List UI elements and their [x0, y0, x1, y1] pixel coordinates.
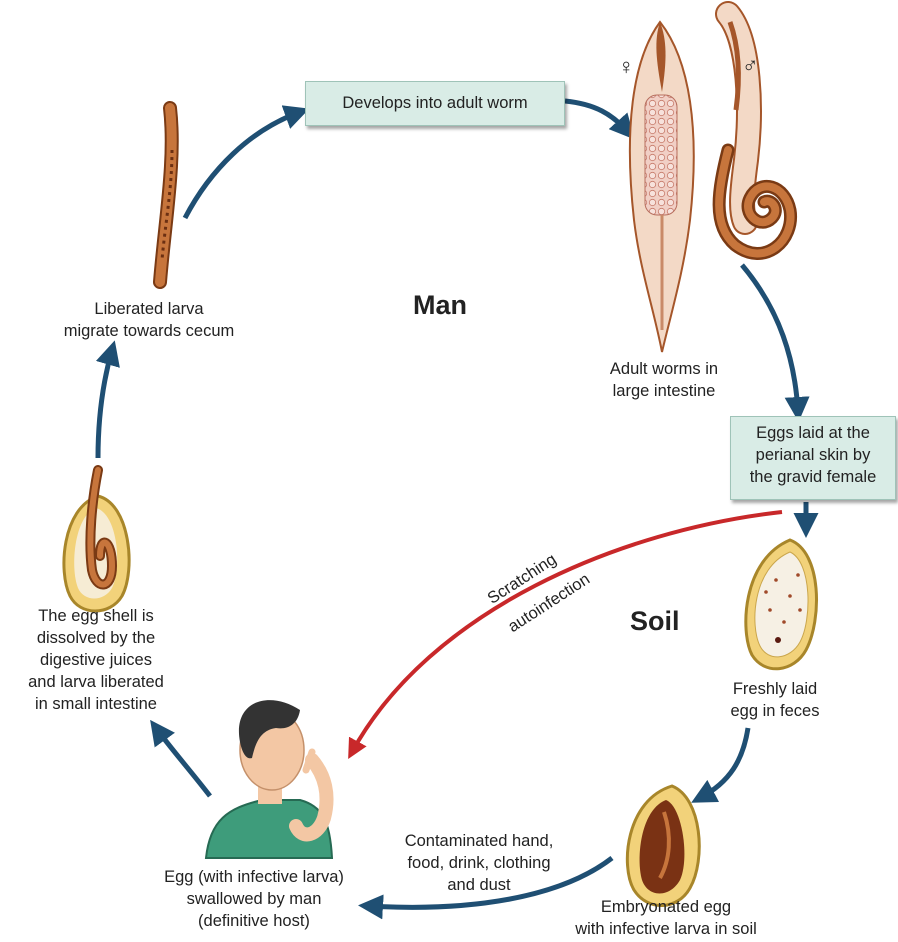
contaminated-line-1: Contaminated hand, — [372, 830, 586, 852]
embryonated-egg-illustration — [627, 786, 699, 906]
develops-box: Develops into adult worm — [305, 81, 565, 126]
female-symbol: ♀ — [618, 56, 635, 78]
fresh-egg-line-1: Freshly laid — [700, 678, 850, 700]
adult-line-1: Adult worms in — [584, 358, 744, 380]
eggs-laid-line-3: the gravid female — [731, 466, 895, 488]
liberated-larva-label: Liberated larva migrate towards cecum — [34, 298, 264, 342]
eggs-laid-box: Eggs laid at the perianal skin by the gr… — [730, 416, 896, 500]
embryonated-egg-label: Embryonated egg with infective larva in … — [550, 896, 782, 940]
shell-dissolved-label: The egg shell is dissolved by the digest… — [4, 605, 188, 715]
fresh-egg-line-2: egg in feces — [700, 700, 850, 722]
swallowed-label: Egg (with infective larva) swallowed by … — [134, 866, 374, 932]
contaminated-line-2: food, drink, clothing — [372, 852, 586, 874]
liberated-line-2: migrate towards cecum — [34, 320, 264, 342]
contaminated-label: Contaminated hand, food, drink, clothing… — [372, 830, 586, 896]
arrow-worms-to-eggs — [742, 265, 798, 412]
arrow-man-to-shell — [156, 728, 210, 796]
arrow-fresh-to-embryonated — [700, 728, 748, 798]
swallowed-line-3: (definitive host) — [134, 910, 374, 932]
female-worm-illustration — [630, 22, 694, 352]
embryonated-line-1: Embryonated egg — [550, 896, 782, 918]
develops-label: Develops into adult worm — [306, 92, 564, 114]
arrow-develops-to-worms — [565, 101, 628, 132]
adult-worms-label: Adult worms in large intestine — [584, 358, 744, 402]
shell-line-2: dissolved by the — [4, 627, 188, 649]
fresh-egg-illustration — [746, 540, 817, 669]
arrow-shell-to-larva — [98, 350, 112, 458]
region-soil: Soil — [630, 606, 680, 637]
fresh-egg-label: Freshly laid egg in feces — [700, 678, 850, 722]
liberated-line-1: Liberated larva — [34, 298, 264, 320]
male-symbol: ♂ — [742, 54, 759, 76]
swallowed-line-2: swallowed by man — [134, 888, 374, 910]
embryonated-line-2: with infective larva in soil — [550, 918, 782, 940]
liberated-larva-illustration — [160, 108, 172, 282]
shell-line-3: digestive juices — [4, 649, 188, 671]
contaminated-line-3: and dust — [372, 874, 586, 896]
arrow-larva-to-adult — [185, 112, 300, 218]
male-worm-illustration — [719, 14, 790, 253]
adult-line-2: large intestine — [584, 380, 744, 402]
shell-line-5: in small intestine — [4, 693, 188, 715]
eggs-laid-line-1: Eggs laid at the — [731, 422, 895, 444]
eggs-laid-line-2: perianal skin by — [731, 444, 895, 466]
shell-line-1: The egg shell is — [4, 605, 188, 627]
man-illustration — [206, 700, 332, 858]
region-man: Man — [413, 290, 467, 321]
hatching-egg-illustration — [64, 470, 129, 611]
shell-line-4: and larva liberated — [4, 671, 188, 693]
swallowed-line-1: Egg (with infective larva) — [134, 866, 374, 888]
